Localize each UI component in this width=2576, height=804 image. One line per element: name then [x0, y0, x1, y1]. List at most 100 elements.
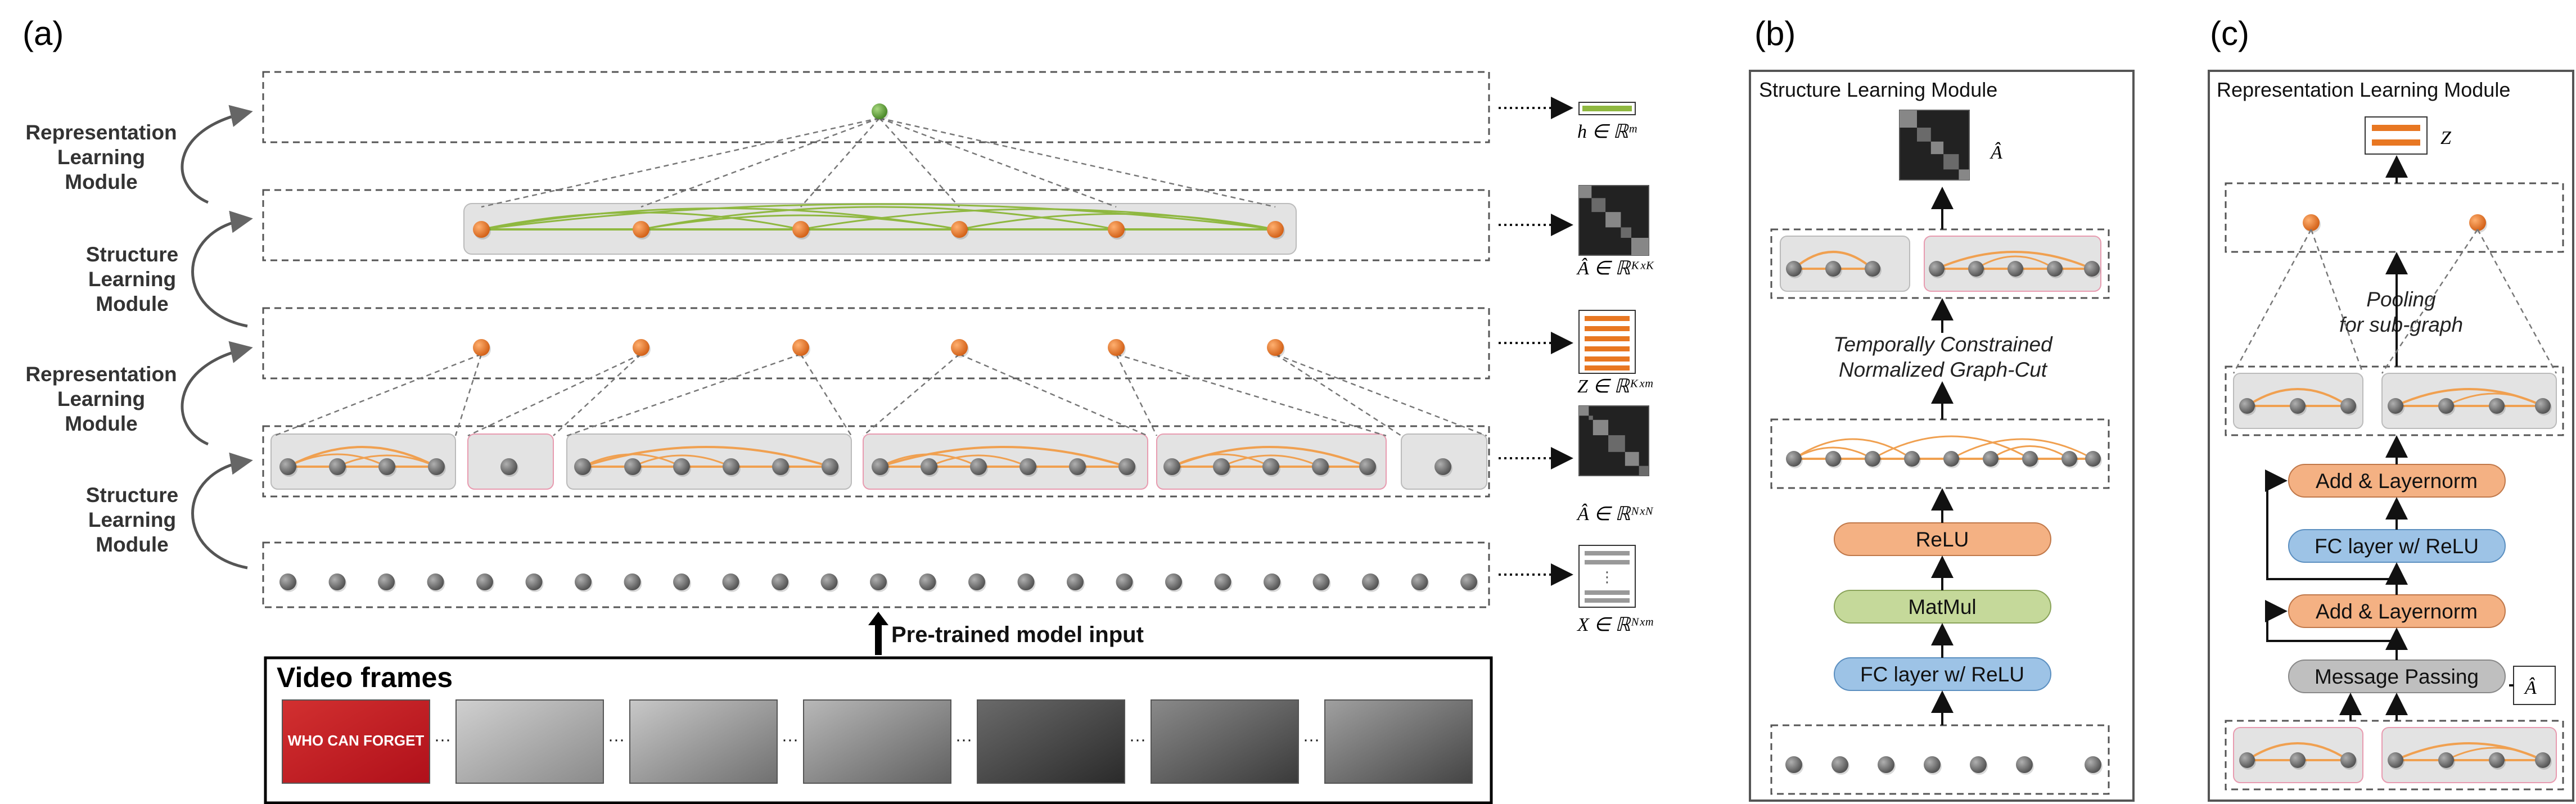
gray-node	[872, 458, 888, 475]
matrix-block	[1591, 198, 1606, 213]
panel-a: (a) Representation Learning Module Struc…	[22, 15, 1654, 804]
layer-box-z	[262, 307, 1490, 380]
gray-node	[1434, 458, 1451, 475]
graph-edge	[582, 453, 682, 468]
x-matrix-icon: ⋮	[1578, 545, 1636, 608]
message-passing-label: Message Passing	[2315, 665, 2479, 688]
video-frame	[1151, 699, 1299, 784]
graph-edge	[2246, 388, 2349, 407]
add-norm-bottom-label: Add & Layernorm	[2316, 600, 2478, 623]
gray-node	[2290, 752, 2306, 768]
side-label-struct-1: Structure Learning Module	[86, 243, 178, 315]
gray-node	[1067, 573, 1084, 590]
adjacency-output-icon	[1899, 110, 1970, 180]
z-output-icon	[2365, 116, 2428, 155]
frame-ellipsis: ···	[434, 730, 451, 749]
video-frame	[803, 699, 951, 784]
gray-node	[1929, 261, 1945, 277]
gray-node	[673, 573, 690, 590]
gray-node	[1825, 261, 1841, 277]
graph-edge	[879, 446, 1127, 468]
matrix-block	[1579, 406, 1589, 416]
gray-node	[1214, 573, 1231, 590]
gray-node	[624, 458, 641, 475]
orange-node	[633, 221, 649, 238]
matmul-label: MatMul	[1908, 595, 1976, 618]
panel-b-cut-label-1: Temporally Constrained	[1833, 333, 2053, 356]
svg-text:Module: Module	[96, 292, 168, 315]
gray-node	[476, 573, 493, 590]
gray-node	[1968, 261, 1984, 277]
gray-node	[1262, 458, 1279, 475]
graph-edge	[481, 203, 1276, 231]
gray-node	[968, 573, 985, 590]
svg-text:Learning: Learning	[57, 146, 145, 169]
panel-c-arrows	[2265, 155, 2514, 721]
gray-node	[1312, 573, 1330, 590]
fc-label-b: FC layer w/ ReLU	[1860, 663, 2024, 686]
panel-b-input-box	[1770, 724, 2110, 795]
matrix-block	[1621, 227, 1631, 238]
svg-text:Module: Module	[65, 412, 137, 435]
matrix-block	[1943, 154, 1959, 170]
gray-node	[328, 573, 346, 590]
orange-node	[792, 221, 809, 238]
side-label-repr-1: Representation Learning Module	[25, 121, 177, 193]
frame-ellipsis: ···	[782, 730, 798, 749]
video-frame	[629, 699, 778, 784]
gray-node	[870, 573, 887, 590]
gray-node	[2084, 261, 2100, 277]
gray-node	[2340, 398, 2356, 414]
side-label-repr-2: Representation Learning Module	[25, 363, 177, 435]
gray-node	[1831, 756, 1848, 773]
gray-node	[1904, 451, 1920, 467]
side-label-struct-2: Structure Learning Module	[86, 484, 178, 556]
gray-node	[1165, 573, 1182, 590]
gray-node	[2535, 398, 2551, 414]
graph-edges	[287, 203, 1368, 468]
layer-box-kk	[262, 189, 1490, 261]
graph-edge	[582, 446, 831, 468]
graph-edge	[632, 454, 732, 468]
gray-node	[500, 458, 517, 475]
frame-ellipsis: ···	[608, 730, 625, 749]
input-label: Pre-trained model input	[891, 622, 1144, 647]
gray-node	[919, 573, 936, 590]
gray-node	[1460, 573, 1477, 590]
matrix-block	[1930, 141, 1944, 155]
matrix-block	[1959, 169, 1969, 180]
adjacency-kk-icon	[1578, 185, 1649, 256]
output-label-h: h ∈ ℝᵐ	[1577, 121, 1637, 142]
gray-node	[722, 573, 739, 590]
graph-edge	[2446, 747, 2543, 761]
panel-a-letter: (a)	[22, 15, 64, 52]
frame-ellipsis: ···	[1303, 730, 1320, 749]
orange-node	[1108, 339, 1125, 356]
panel-b-a-hat: Â	[1989, 142, 2002, 163]
gray-node	[2535, 752, 2551, 768]
matrix-block	[1579, 186, 1592, 198]
graph-nodes	[279, 103, 1478, 592]
gray-node	[1786, 261, 1802, 277]
panel-b: (b) Structure Learning Module Â Temporal…	[1749, 15, 2135, 802]
gray-node	[2022, 451, 2038, 467]
gray-node	[329, 458, 346, 475]
gray-node	[1924, 756, 1941, 773]
graph-edge	[1793, 438, 1912, 460]
svg-text:Module: Module	[65, 170, 137, 193]
panel-c-letter: (c)	[2210, 15, 2249, 52]
gray-node	[2016, 756, 2033, 773]
svg-text:⋮: ⋮	[1600, 568, 1614, 585]
graph-edge	[1951, 438, 2094, 460]
matrix-block	[1639, 466, 1649, 476]
gray-node	[921, 458, 937, 475]
orange-node	[1267, 339, 1284, 356]
graph-edge	[879, 453, 979, 468]
panel-c: (c) Representation Learning Module Z Poo…	[2208, 15, 2574, 802]
panel-b-title: Structure Learning Module	[1759, 78, 1997, 101]
orange-node	[951, 339, 968, 356]
panel-c-input-box	[2225, 720, 2564, 791]
graph-edge	[640, 206, 1117, 231]
orange-node	[951, 221, 968, 238]
graph-edge	[1990, 445, 2070, 460]
